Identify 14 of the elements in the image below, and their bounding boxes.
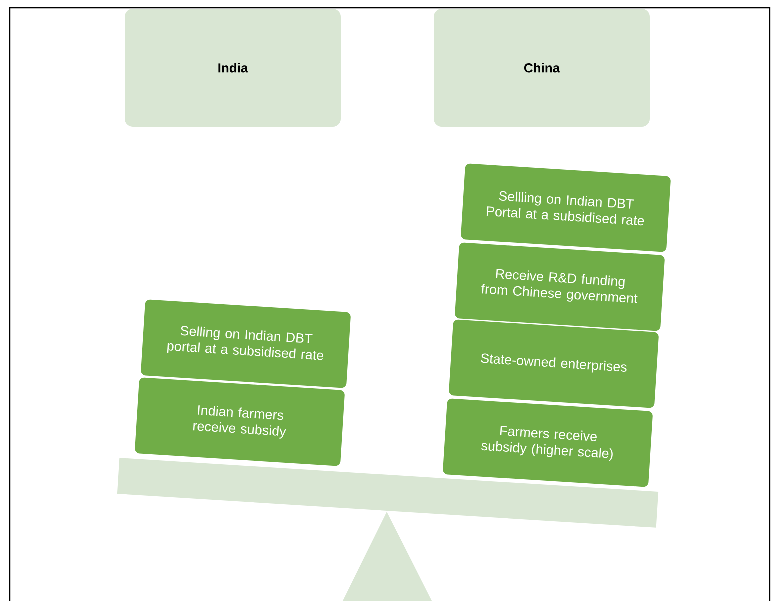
factor-box: Selling on Indian DBT portal at a subsidised rate bbox=[141, 300, 351, 388]
node-label: Sellling on Indian DBT Portal at a subsidised rate bbox=[486, 191, 644, 226]
factor-box: Receive R&D funding from Chinese government bbox=[455, 242, 665, 332]
node-label: Indian farmers receive subsidy bbox=[193, 406, 286, 439]
node-label: Selling on Indian DBT portal at a subsidised rate bbox=[167, 326, 324, 360]
factor-box: State-owned enterprises bbox=[449, 320, 659, 408]
heading-box: China bbox=[434, 9, 650, 127]
heading-box: India bbox=[125, 9, 341, 127]
node-label: State-owned enterprises bbox=[481, 354, 627, 373]
node-label: Farmers receive subsidy (higher scale) bbox=[482, 426, 613, 462]
factor-box: Farmers receive subsidy (higher scale) bbox=[443, 398, 653, 488]
node-label: Receive R&D funding from Chinese government bbox=[482, 269, 638, 304]
factor-box: Sellling on Indian DBT Portal at a subsidised rate bbox=[461, 164, 671, 252]
factor-box: Indian farmers receive subsidy bbox=[135, 378, 345, 466]
